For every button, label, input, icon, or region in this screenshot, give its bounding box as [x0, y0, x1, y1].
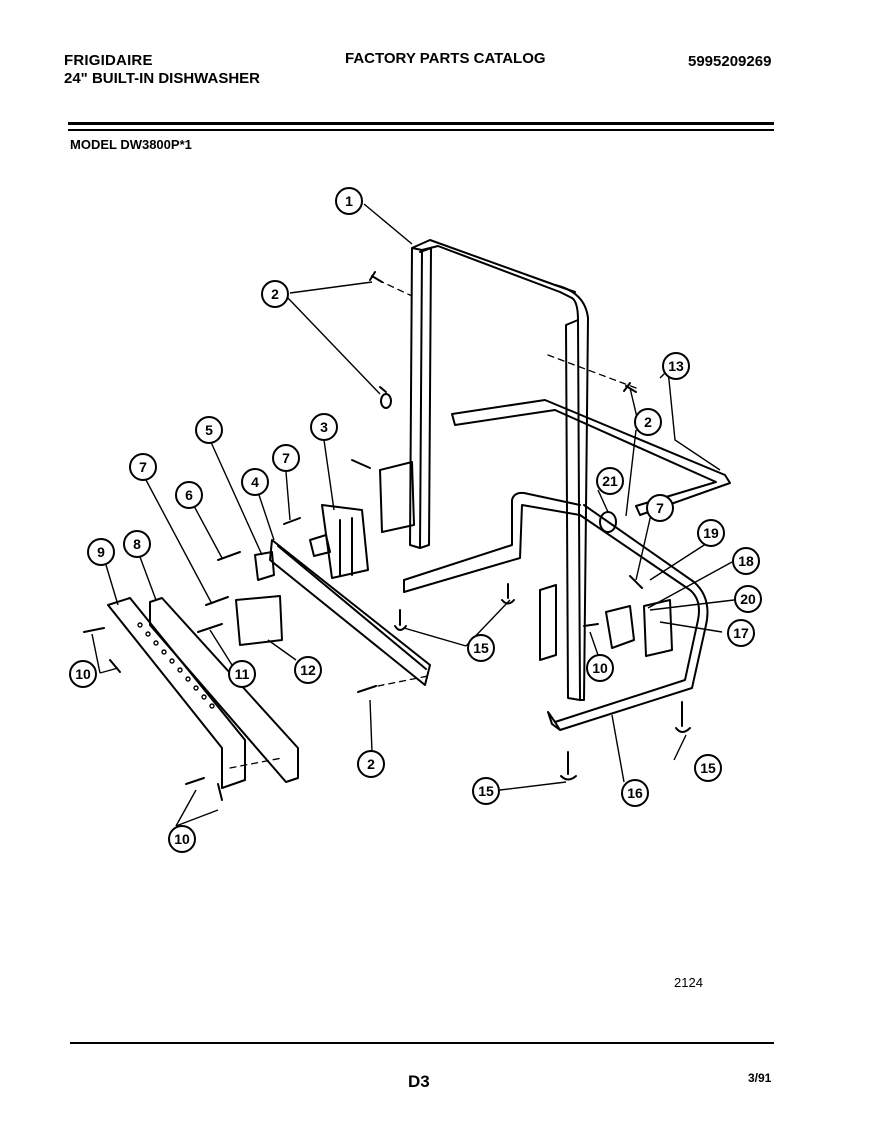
footer-rule [70, 1042, 774, 1044]
callout-18 [732, 547, 760, 575]
leg-15-b [501, 583, 515, 605]
screw-6 [217, 551, 241, 561]
screw-2-right [623, 382, 637, 393]
revision-date: 3/91 [748, 1071, 772, 1085]
callout-7-a [129, 453, 157, 481]
callout-label-20: 20 [740, 591, 756, 607]
screw-7 [205, 596, 229, 606]
callout-15-a [467, 634, 495, 662]
callout-label-2c: 2 [367, 756, 375, 772]
callout-label-7a: 7 [139, 459, 147, 475]
callout-6 [175, 481, 203, 509]
bracket-17 [605, 605, 635, 649]
callout-label-15c: 15 [478, 783, 494, 799]
header-rule-bottom [68, 129, 774, 131]
callout-label-18: 18 [738, 553, 754, 569]
rail-4 [269, 539, 431, 686]
callout-2-b [634, 408, 662, 436]
lower-frame-16 [403, 491, 581, 581]
fill-valve-3 [321, 504, 369, 579]
screw-2-top [369, 271, 383, 283]
callout-label-17: 17 [733, 625, 749, 641]
callout-15-b [694, 754, 722, 782]
switch-5 [254, 551, 275, 581]
leg-15-c [675, 701, 691, 733]
model-label: MODEL DW3800P*1 [70, 137, 192, 152]
callout-2-a [261, 280, 289, 308]
callout-label-2a: 2 [271, 286, 279, 302]
callout-8 [123, 530, 151, 558]
callout-3 [310, 413, 338, 441]
screw-10-b [185, 777, 223, 801]
callout-9 [87, 538, 115, 566]
screw-10-a [83, 627, 121, 673]
bracket-13 [451, 399, 731, 516]
callout-label-10b: 10 [174, 831, 190, 847]
component-12 [235, 595, 283, 646]
catalog-title: FACTORY PARTS CATALOG [345, 50, 546, 67]
callout-label-21: 21 [602, 473, 618, 489]
washer-2 [380, 393, 392, 409]
callout-label-10a: 10 [75, 666, 91, 682]
callout-10-c [586, 654, 614, 682]
screw-2-bottom [357, 685, 377, 693]
screw-7-right [629, 575, 643, 589]
screw-10-right [583, 623, 599, 627]
brand-name: FRIGIDAIRE [64, 52, 153, 69]
callout-label-4: 4 [251, 474, 259, 490]
catalog-part-number: 5995209269 [688, 53, 772, 70]
callout-13 [662, 352, 690, 380]
callout-label-2b: 2 [644, 414, 652, 430]
callout-label-6: 6 [185, 487, 193, 503]
frame-left-rail [409, 247, 423, 549]
callout-12 [294, 656, 322, 684]
kickplate-8 [149, 597, 299, 783]
callout-16 [621, 779, 649, 807]
callout-label-8: 8 [133, 536, 141, 552]
screw-11 [197, 623, 223, 633]
frame-right-rail [565, 319, 581, 701]
callout-21 [596, 467, 624, 495]
callout-label-9: 9 [97, 544, 105, 560]
callout-15-c [472, 777, 500, 805]
callout-2-c [357, 750, 385, 778]
callout-label-13: 13 [668, 358, 684, 374]
callout-label-12: 12 [300, 662, 316, 678]
callout-label-19: 19 [703, 525, 719, 541]
kickplate-9 [107, 597, 246, 789]
header-rule-top [68, 122, 774, 125]
callout-10-a [69, 660, 97, 688]
callout-10-b [168, 825, 196, 853]
leg-15-d [560, 751, 577, 781]
callout-7-b [272, 444, 300, 472]
callout-label-15a: 15 [473, 640, 489, 656]
callout-19 [697, 519, 725, 547]
product-subtitle: 24" BUILT-IN DISHWASHER [64, 70, 261, 87]
callout-5 [195, 416, 223, 444]
plate-17 [643, 599, 673, 657]
callout-7-c [646, 494, 674, 522]
callout-label-10c: 10 [592, 660, 608, 676]
callout-label-16: 16 [627, 785, 643, 801]
callout-label-5: 5 [205, 422, 213, 438]
callout-label-7c: 7 [656, 500, 664, 516]
screw-7b [283, 517, 301, 525]
side-rail [539, 584, 557, 661]
callout-label-11: 11 [235, 666, 250, 682]
page-id: D3 [408, 1072, 430, 1091]
callout-11 [228, 660, 256, 688]
callout-4 [241, 468, 269, 496]
callout-1 [335, 187, 363, 215]
callout-label-15b: 15 [700, 760, 716, 776]
callout-17 [727, 619, 755, 647]
callout-20 [734, 585, 762, 613]
callout-label-1: 1 [345, 193, 353, 209]
callout-label-3: 3 [320, 419, 328, 435]
callout-label-7b: 7 [282, 450, 290, 466]
drawing-number: 2124 [674, 975, 703, 990]
leg-15-a [394, 609, 407, 631]
